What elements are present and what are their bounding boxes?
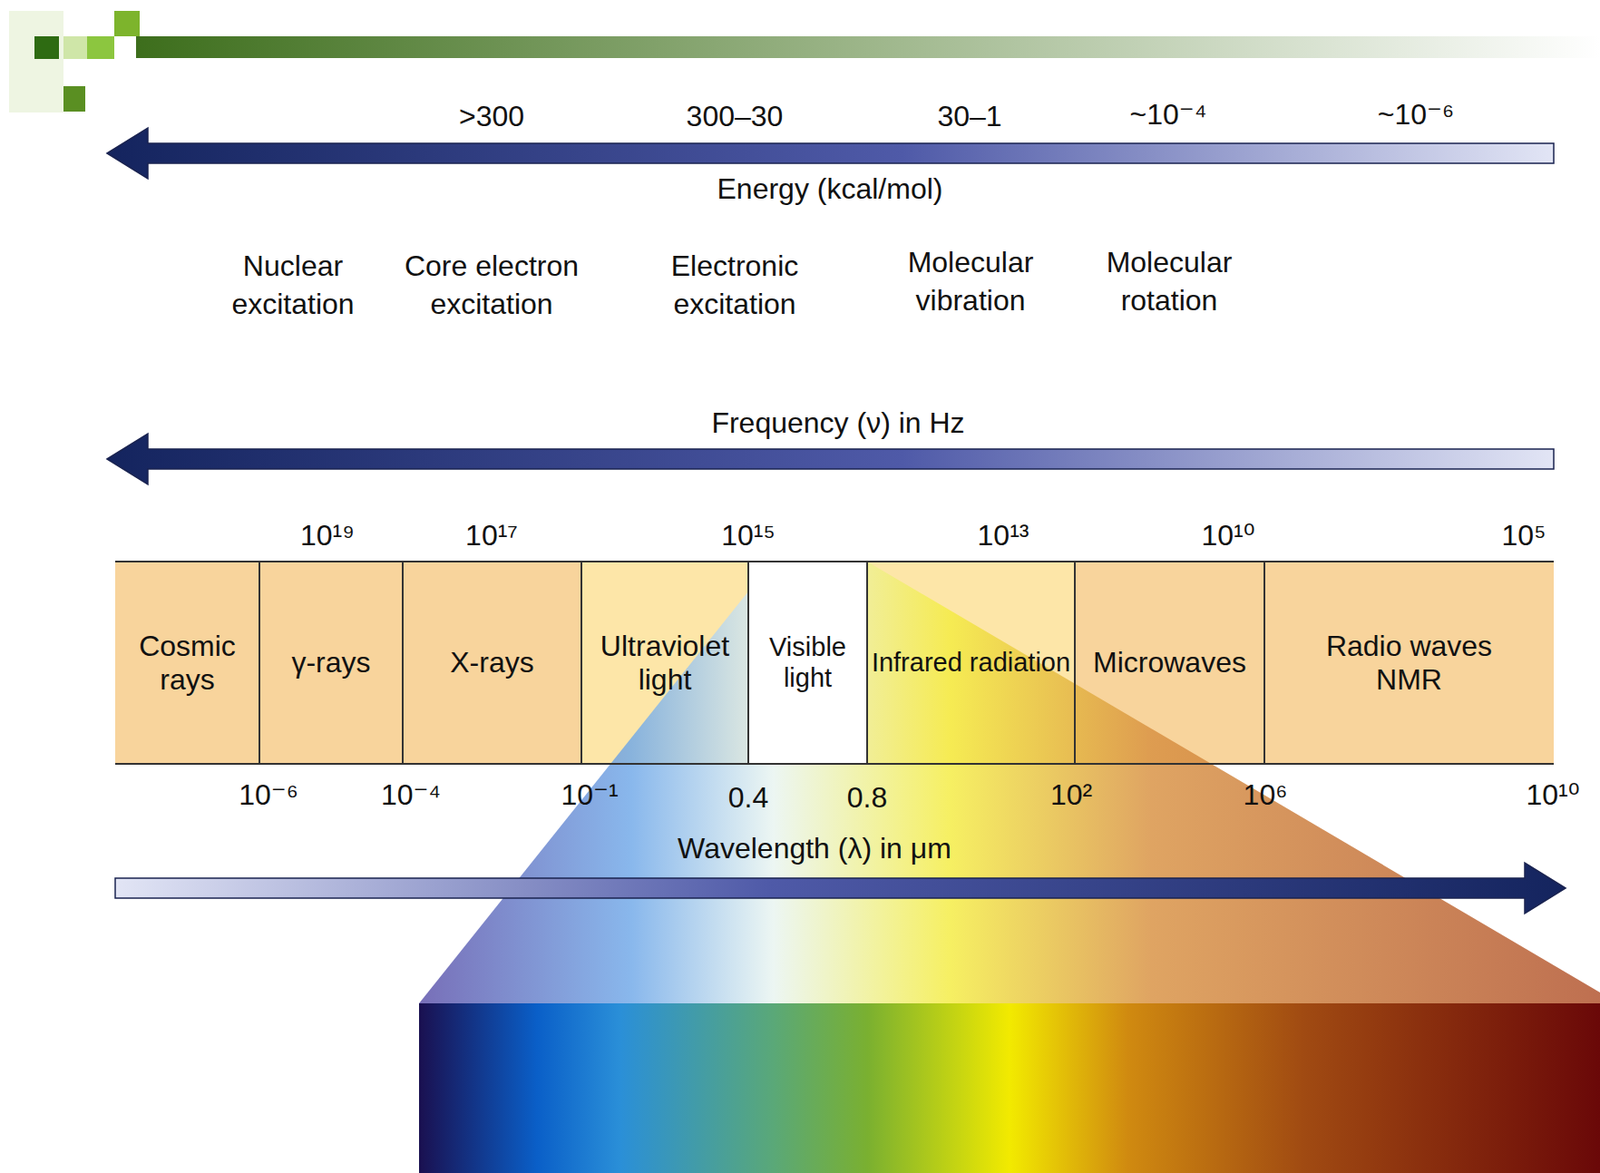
energy-value: 30–1: [936, 97, 1002, 137]
wavelength-value: 0.8: [847, 779, 888, 818]
band-name: Cosmic rays: [119, 629, 256, 697]
spectrum-band: X-rays: [402, 561, 582, 764]
transition-label: Nuclear excitation: [193, 246, 393, 323]
band-name: Visible light: [751, 632, 864, 693]
wavelength-value: 0.4: [728, 779, 769, 818]
spectrum-band: Radio waves NMR: [1264, 561, 1554, 764]
spectrum-band: γ-rays: [259, 561, 403, 764]
spectrum-band: Microwaves: [1074, 561, 1265, 764]
frequency-value: 10⁵: [1502, 517, 1547, 556]
band-name: Radio waves NMR: [1305, 629, 1514, 697]
spectrum-band: Ultraviolet light: [581, 561, 749, 764]
energy-value: ~10⁻⁴: [1130, 96, 1208, 135]
axis-title: Wavelength (λ) in μm: [677, 829, 952, 869]
band-name: γ-rays: [291, 645, 371, 680]
spectrum-band: Infrared radiation: [867, 561, 1075, 764]
frequency-value: 10¹⁹: [300, 517, 355, 556]
energy-value: ~10⁻⁶: [1377, 96, 1454, 135]
spectrum-band: Visible light: [748, 561, 868, 764]
band-name: Microwaves: [1092, 645, 1247, 680]
axis-title: Energy (kcal/mol): [717, 170, 944, 209]
wavelength-value: 10⁻¹: [560, 776, 618, 815]
frequency-value: 10¹⁵: [721, 517, 776, 556]
band-name: Infrared radiation: [871, 647, 1071, 678]
transition-label: Core electron excitation: [402, 246, 581, 323]
frequency-value: 10¹⁰: [1200, 517, 1255, 556]
transition-label: Electronic excitation: [634, 246, 835, 323]
wavelength-value: 10⁶: [1243, 776, 1288, 815]
frequency-value: 10¹³: [977, 517, 1030, 556]
wavelength-value: 10⁻⁴: [380, 776, 441, 815]
wavelength-value: 10²: [1050, 776, 1093, 815]
wavelength-value: 10¹⁰: [1525, 776, 1580, 815]
transition-label: Molecular rotation: [1078, 243, 1260, 320]
energy-value: 300–30: [686, 97, 784, 137]
band-name: Ultraviolet light: [585, 629, 745, 697]
band-name: X-rays: [449, 645, 534, 680]
frequency-value: 10¹⁷: [465, 517, 518, 556]
spectrum-band: Cosmic rays: [115, 561, 260, 764]
wavelength-value: 10⁻⁶: [238, 776, 299, 815]
axis-title: Frequency (ν) in Hz: [711, 404, 965, 443]
transition-label: Molecular vibration: [879, 243, 1062, 320]
energy-value: >300: [458, 97, 525, 137]
